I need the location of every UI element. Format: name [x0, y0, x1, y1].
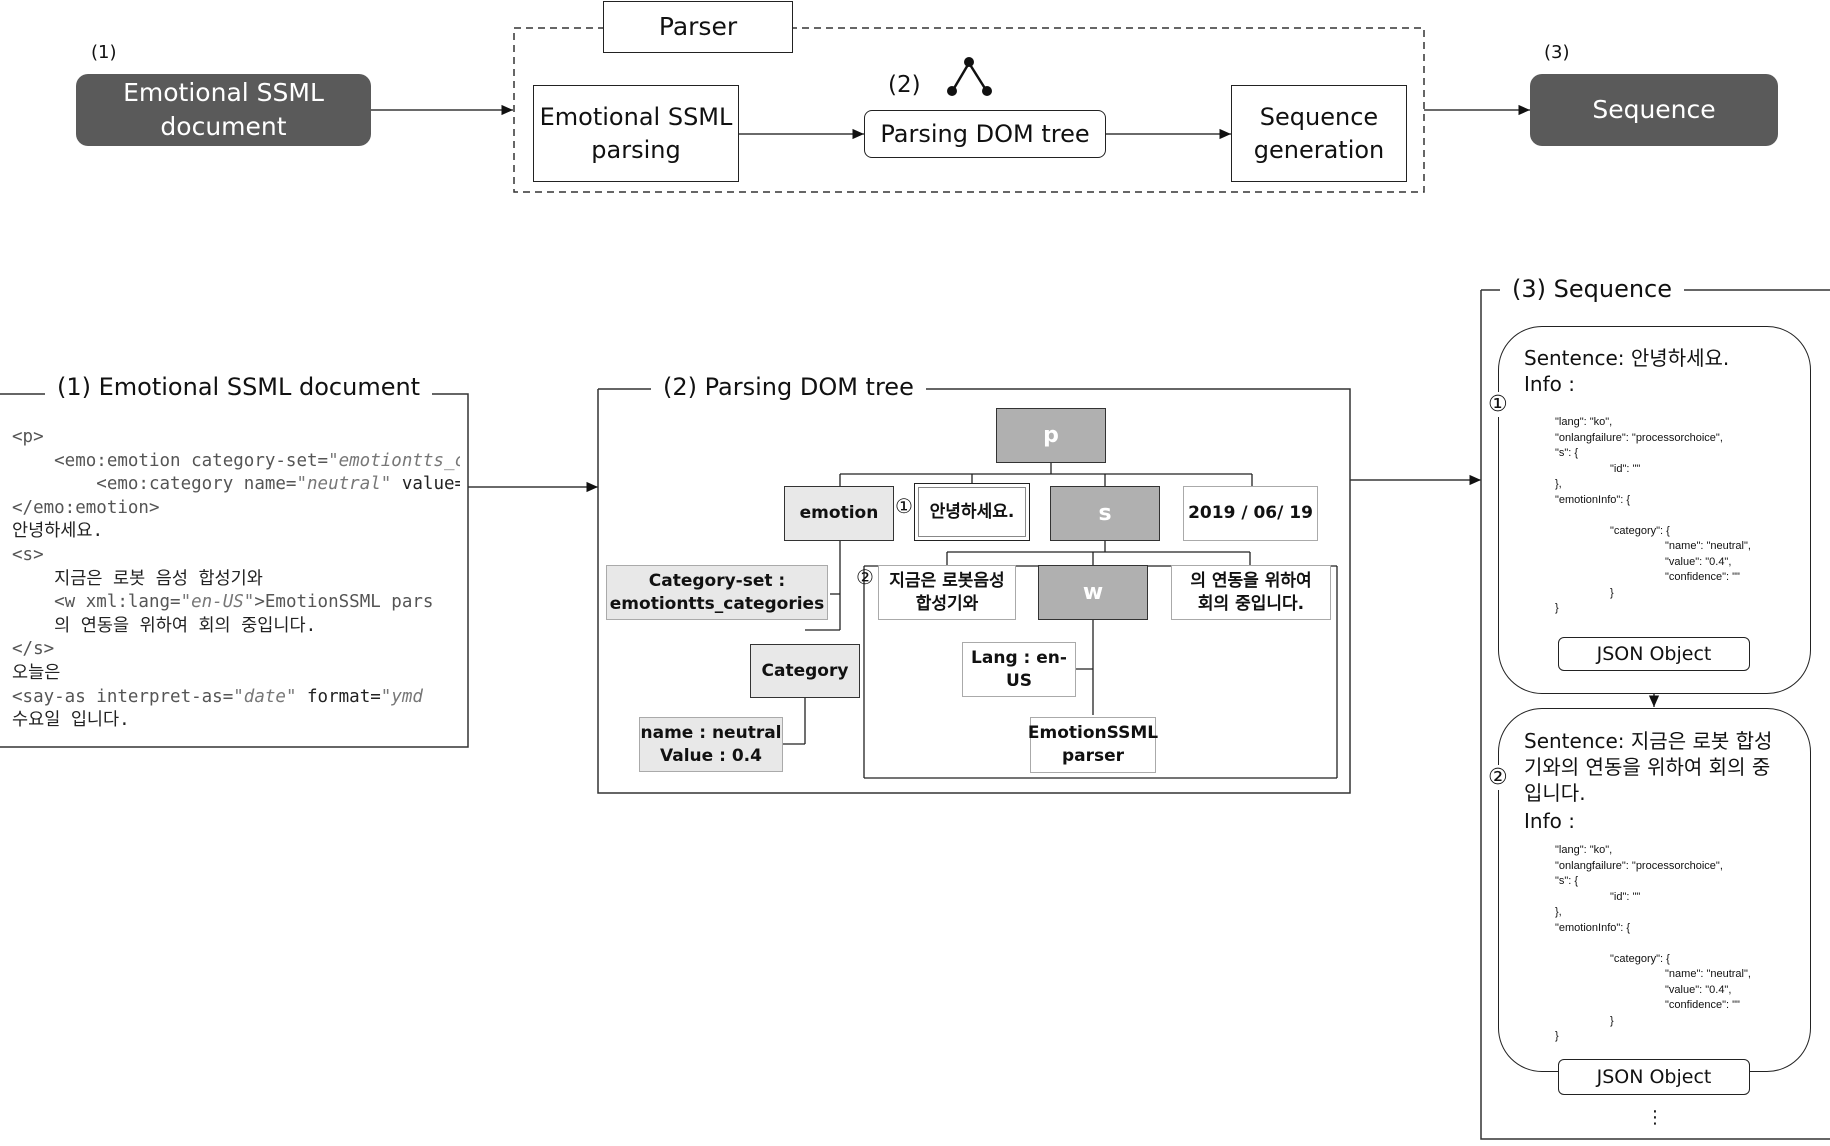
info-label-2: Info :	[1524, 809, 1575, 833]
doc-panel-frame	[0, 393, 469, 748]
dom-panel-title: (2) Parsing DOM tree	[651, 373, 926, 401]
node-now: 지금은 로봇음성 합성기와	[878, 565, 1016, 620]
circle-1-dom: ①	[895, 494, 913, 518]
json-object-tag-2: JSON Object	[1558, 1059, 1750, 1095]
parser-title-box: Parser	[603, 1, 793, 53]
circle-2-dom: ②	[856, 565, 874, 589]
code-line: 수요일 입니다.	[12, 710, 130, 731]
code-line: 오늘은	[12, 662, 61, 683]
seq-panel-title: (3) Sequence	[1500, 275, 1685, 303]
sentence-2: Sentence: 지금은 로봇 합성 기와의 연동을 위하여 회의 중 입니다…	[1524, 729, 1773, 805]
doc-panel-title: (1) Emotional SSML document	[45, 373, 433, 401]
code-line: 의 연동을 위하여 회의 중입니다.	[12, 615, 317, 636]
circle-2-seq: ②	[1488, 765, 1508, 790]
dom-panel-frame	[597, 388, 1351, 794]
node-w: w	[1038, 565, 1148, 620]
parsing-dom-tree-box: Parsing DOM tree	[864, 110, 1106, 158]
ssml-code-block: <p> <emo:emotion category-set="emotiontt…	[4, 426, 460, 744]
circle-1-seq: ①	[1488, 392, 1508, 417]
node-hello: 안녕하세요.	[914, 483, 1030, 541]
code-line: <emo:emotion category-set="emotiontts_ca	[12, 450, 460, 471]
step-label-2: (2)	[888, 72, 921, 98]
node-s: s	[1050, 486, 1160, 541]
code-line: <say-as interpret-as="date" format="ymd	[12, 686, 423, 707]
code-line: </s>	[12, 639, 55, 660]
code-line: 안녕하세요.	[12, 521, 104, 542]
code-line: <w xml:lang="en-US">EmotionSSML pars	[12, 592, 434, 613]
sequence-card-2	[1498, 708, 1811, 1072]
json-object-tag-1: JSON Object	[1558, 637, 1750, 671]
node-parser: EmotionSSML parser	[1028, 717, 1158, 773]
code-line: <s>	[12, 544, 44, 565]
node-category-set: Category-set : emotiontts_categories	[606, 565, 828, 620]
code-line: </emo:emotion>	[12, 497, 160, 518]
node-meeting: 의 연동을 위하여 회의 중입니다.	[1171, 565, 1331, 620]
info-label-1: Info :	[1524, 372, 1575, 396]
sequence-generation-box: Sequence generation	[1231, 85, 1407, 182]
seq-panel-frame	[1480, 289, 1830, 1140]
sequence-card-1	[1498, 326, 1811, 694]
sentence-1: Sentence: 안녕하세요.	[1524, 346, 1730, 370]
code-line: 지금은 로봇 음성 합성기와	[12, 568, 263, 589]
json-body-1: "lang": "ko", "onlangfailure": "processo…	[1555, 416, 1751, 614]
emotional-ssml-document-box: Emotional SSML document	[76, 74, 371, 146]
ssml-parsing-box: Emotional SSML parsing	[533, 85, 739, 182]
step-label-3: (3)	[1544, 42, 1570, 63]
node-category: Category	[750, 644, 860, 698]
code-line: <emo:category name="neutral" value=	[12, 474, 460, 495]
node-emotion: emotion	[784, 486, 894, 541]
node-date: 2019 / 06/ 19	[1183, 486, 1318, 541]
node-p: p	[996, 408, 1106, 463]
code-line: <p>	[12, 427, 44, 447]
parser-dashed-frame	[513, 27, 1425, 193]
tree-icon	[947, 57, 992, 96]
node-lang: Lang : en-US	[962, 642, 1076, 697]
sequence-box: Sequence	[1530, 74, 1778, 146]
more-ellipsis: ⋮	[1646, 1107, 1664, 1128]
json-body-2: "lang": "ko", "onlangfailure": "processo…	[1555, 844, 1751, 1042]
step-label-1: (1)	[91, 42, 117, 63]
node-name-value: name : neutral Value : 0.4	[639, 717, 783, 772]
